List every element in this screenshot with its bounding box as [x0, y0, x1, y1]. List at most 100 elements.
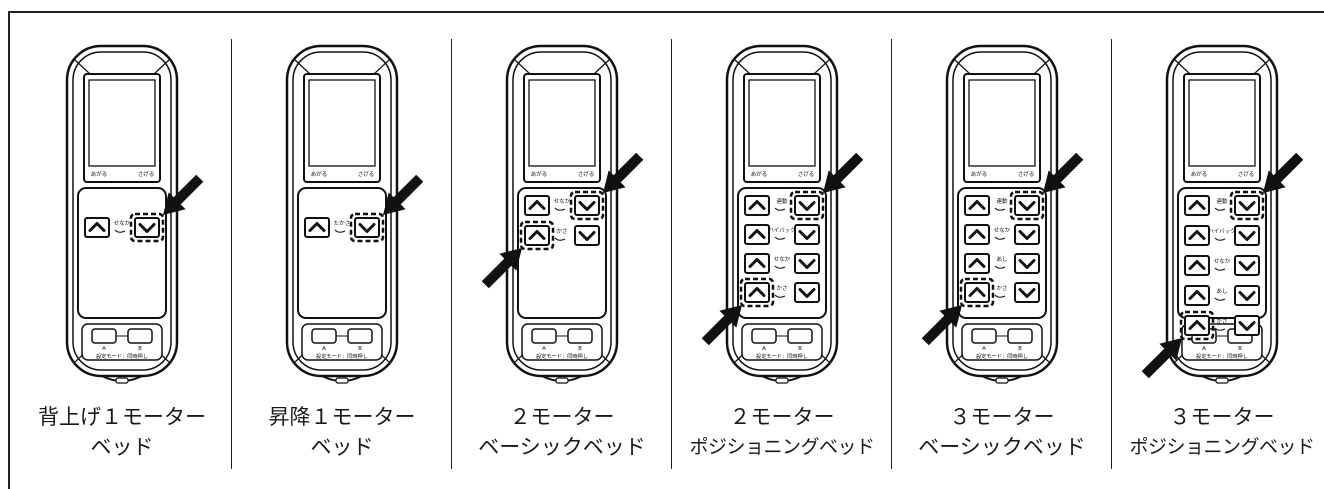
- down-key-button: [794, 253, 820, 274]
- display-window: [968, 79, 1036, 167]
- caption-line-motor: ２モーター: [729, 405, 835, 429]
- up-key-button: [1184, 315, 1210, 336]
- chevron-down-icon: [358, 223, 376, 233]
- caption-line-bed: ベーシックベッド: [918, 435, 1086, 459]
- display-window: [528, 79, 596, 167]
- bed-pictogram-icon: [994, 265, 1006, 269]
- key-row-label: せなか: [994, 227, 1011, 234]
- button-b: [1007, 328, 1033, 344]
- button-a: [751, 328, 777, 344]
- chevron-down-icon: [798, 201, 816, 211]
- display-window: [1188, 79, 1256, 167]
- bed-type-caption: 背上げ１モーターベッド: [12, 402, 232, 462]
- button-b: [127, 328, 153, 344]
- caption-line-motor: ２モーター: [509, 405, 615, 429]
- screen-label-up: あがる: [311, 170, 328, 178]
- chevron-down-icon: [1018, 288, 1036, 298]
- key-row-label: せなか: [1214, 258, 1231, 265]
- down-key-button: [1234, 255, 1260, 276]
- strap-hole: [775, 377, 789, 384]
- display-window: [748, 79, 816, 167]
- setting-mode-note: 設定モード：同時押し: [756, 352, 808, 360]
- key-row-label: かさ: [1216, 318, 1227, 325]
- bed-pictogram-icon: [994, 236, 1006, 240]
- down-key-button: [794, 282, 820, 303]
- rim-facets: [514, 59, 610, 363]
- chevron-up-icon: [1188, 200, 1206, 210]
- strap-hole: [995, 377, 1009, 384]
- bed-pictogram-icon: [774, 294, 786, 298]
- chevron-up-icon: [528, 200, 546, 210]
- highlight-frame: [1229, 190, 1265, 221]
- chevron-up-icon: [968, 229, 986, 239]
- bed-type-caption: ３モーターポジショニングベッド: [1112, 402, 1324, 462]
- key-row-label: せなか: [114, 220, 131, 227]
- down-key-button: [134, 217, 160, 238]
- button-b-label: B: [358, 346, 362, 352]
- key-row-label: ハイバック: [768, 227, 795, 234]
- button-a-label: A: [542, 346, 546, 352]
- caption-line-bed: ポジショニングベッド: [1129, 436, 1315, 458]
- highlight-frame: [959, 277, 995, 308]
- key-row-label: あし: [996, 256, 1007, 263]
- key-row-label: かさ: [556, 228, 567, 235]
- setting-mode-note: 設定モード：同時押し: [96, 352, 148, 360]
- highlight-frame: [789, 190, 825, 221]
- rim-facets: [74, 59, 170, 363]
- caption-line-motor: 背上げ１モーター: [38, 405, 206, 429]
- bed-pictogram-icon: [554, 207, 566, 211]
- button-b-label: B: [578, 346, 582, 352]
- button-b: [567, 328, 593, 344]
- setting-mode-note: 設定モード：同時押し: [1196, 352, 1248, 360]
- bed-pictogram-icon: [1214, 267, 1226, 271]
- screen-label-up: あがる: [971, 170, 988, 178]
- highlight-frame: [349, 212, 385, 243]
- chevron-up-icon: [748, 200, 766, 210]
- key-row-label: 連動: [996, 197, 1008, 205]
- up-key-button: [1184, 285, 1210, 306]
- chevron-up-icon: [968, 287, 986, 297]
- up-key-button: [1184, 255, 1210, 276]
- down-key-button: [1014, 195, 1040, 216]
- chevron-down-icon: [1238, 261, 1256, 271]
- down-key-button: [794, 195, 820, 216]
- chevron-down-icon: [1018, 201, 1036, 211]
- up-key-button: [744, 253, 770, 274]
- chevron-up-icon: [1188, 290, 1206, 300]
- up-key-button: [964, 282, 990, 303]
- arrow-shape: [1263, 152, 1304, 193]
- caption-line-bed: ポジショニングベッド: [689, 436, 875, 458]
- chevron-down-icon: [798, 230, 816, 240]
- screen-label-up: あがる: [751, 170, 768, 178]
- down-key-button: [1234, 315, 1260, 336]
- highlight-frame: [1179, 310, 1215, 341]
- button-b-label: B: [138, 346, 142, 352]
- chevron-up-icon: [748, 287, 766, 297]
- bed-pictogram-icon: [1214, 327, 1226, 331]
- highlight-frame: [739, 277, 775, 308]
- chevron-up-icon: [88, 222, 106, 232]
- panel-divider: [1111, 39, 1112, 469]
- screen-label-down: さげる: [578, 170, 595, 178]
- strap-hole: [1215, 377, 1229, 384]
- setting-mode-note: 設定モード：同時押し: [536, 352, 588, 360]
- arrow-shape: [921, 305, 962, 346]
- arrow-shape: [481, 248, 522, 289]
- arrow-shape: [163, 174, 204, 215]
- button-b-label: B: [1018, 346, 1022, 352]
- up-key-button: [744, 282, 770, 303]
- pointer-arrow-down-key: [383, 174, 424, 215]
- arrow-shape: [1141, 338, 1182, 379]
- chevron-down-icon: [1238, 321, 1256, 331]
- button-panel: [77, 187, 167, 319]
- highlight-frame: [569, 190, 605, 221]
- button-b: [787, 328, 813, 344]
- chevron-up-icon: [1188, 320, 1206, 330]
- up-key-button: [964, 253, 990, 274]
- caption-line-bed: ベッド: [90, 435, 154, 459]
- up-key-button: [964, 224, 990, 245]
